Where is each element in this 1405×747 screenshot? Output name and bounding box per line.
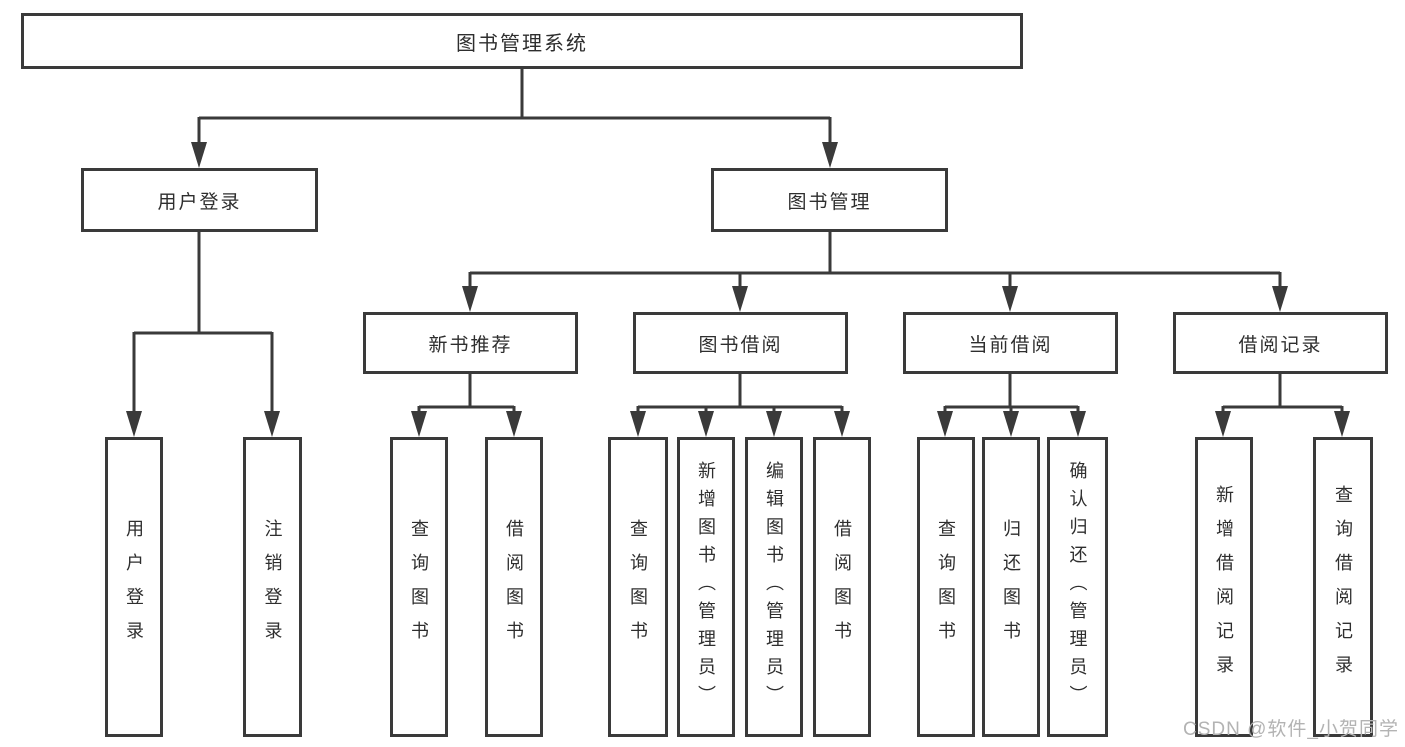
leaf-edit-books-admin: 编辑图书（管理员）	[745, 437, 803, 737]
leaf-confirm-return-admin: 确认归还（管理员）	[1047, 437, 1108, 737]
csdn-watermark: CSDN @软件_小贺同学	[1183, 719, 1399, 740]
node-book-management-branch: 图书管理	[711, 168, 948, 232]
leaf-logout: 注销登录	[243, 437, 302, 737]
leaf-borrow-books: 借阅图书	[813, 437, 871, 737]
leaf-query-borrow-record: 查询借阅记录	[1313, 437, 1373, 737]
node-current-borrowing: 当前借阅	[903, 312, 1118, 374]
leaf-add-borrow-record: 新增借阅记录	[1195, 437, 1253, 737]
leaf-add-books-admin: 新增图书（管理员）	[677, 437, 735, 737]
leaf-borrow-books-recommend: 借阅图书	[485, 437, 543, 737]
leaf-query-books-current: 查询图书	[917, 437, 975, 737]
leaf-user-login: 用户登录	[105, 437, 163, 737]
node-library-management-system: 图书管理系统	[21, 13, 1023, 69]
leaf-return-books: 归还图书	[982, 437, 1040, 737]
leaf-query-books-recommend: 查询图书	[390, 437, 448, 737]
arrowhead-icons	[126, 142, 1350, 437]
node-user-login-branch: 用户登录	[81, 168, 318, 232]
leaf-query-books-borrow: 查询图书	[608, 437, 668, 737]
node-new-book-recommendation: 新书推荐	[363, 312, 578, 374]
node-book-borrowing: 图书借阅	[633, 312, 848, 374]
node-borrowing-records: 借阅记录	[1173, 312, 1388, 374]
